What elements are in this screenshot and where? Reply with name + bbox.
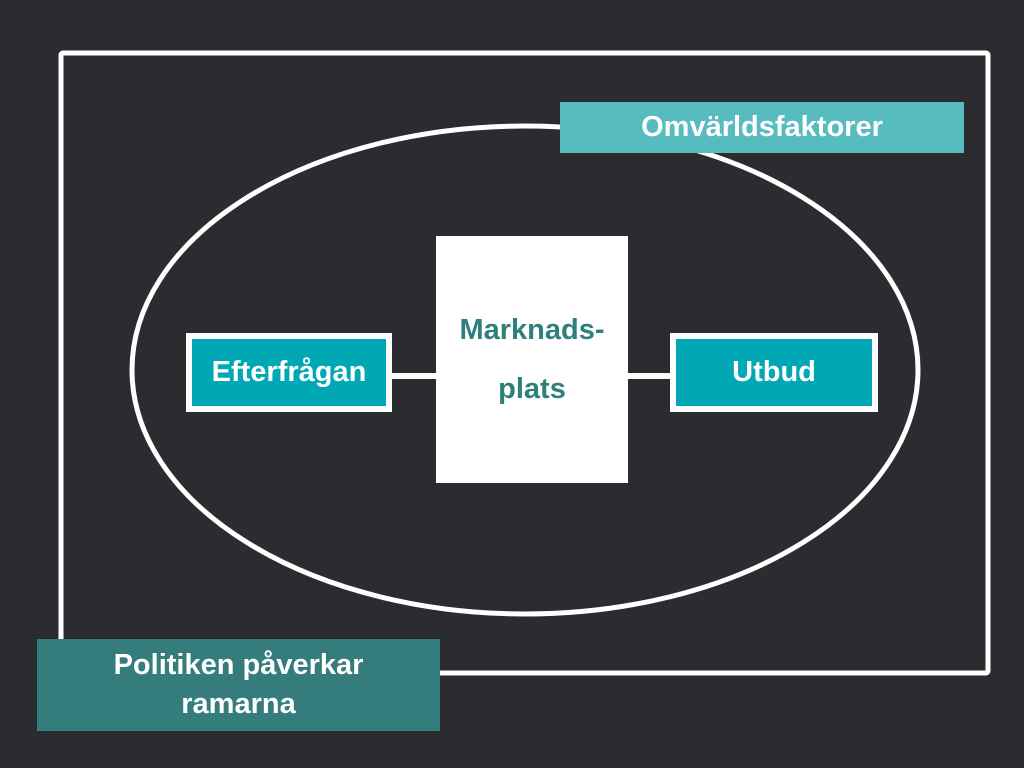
demand-box: Efterfrågan [186,333,392,412]
environment-factors-text: Omvärldsfaktorer [641,111,883,143]
demand-inner: Efterfrågan [192,339,386,406]
marketplace-text-line2: plats [498,372,566,405]
marketplace-box: Marknads- plats [436,236,628,483]
supply-text: Utbud [732,356,816,388]
policy-label: Politiken påverkar ramarna [37,639,440,731]
outer-frame [58,50,991,676]
demand-text: Efterfrågan [211,356,367,388]
policy-text-line2: ramarna [181,688,296,720]
environment-factors-label: Omvärldsfaktorer [560,102,964,153]
policy-text-line1: Politiken påverkar [113,649,364,681]
supply-inner: Utbud [676,339,872,406]
supply-box: Utbud [670,333,878,412]
marketplace-text-line1: Marknads- [459,313,605,346]
environment-ellipse [129,123,921,617]
